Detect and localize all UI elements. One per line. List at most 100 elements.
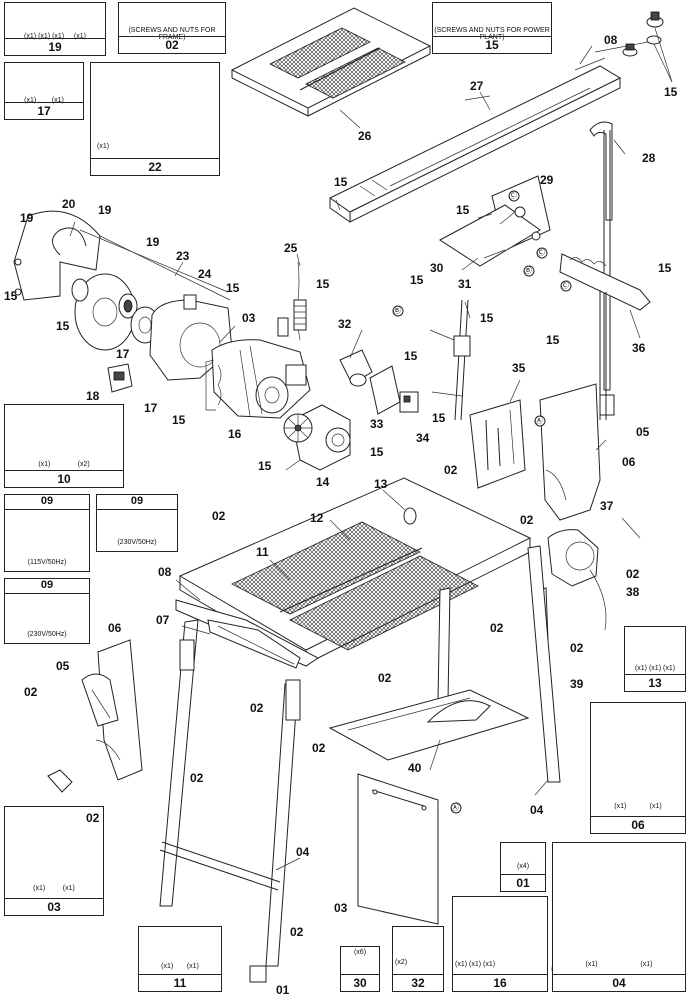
kit-15: (SCREWS AND NUTS FOR POWER PLANT) 15 [432,2,552,54]
callout-01: 01 [276,983,290,997]
motor-fan-cover [283,404,351,471]
callout-02-lever: 02 [490,621,504,635]
callout-15-right2: 15 [546,333,560,347]
kit-01-number: 01 [501,874,545,891]
callout-17-a: 17 [116,347,130,361]
callout-02-panel: 02 [24,685,38,699]
guide-rail-part [329,41,649,223]
kit-02-number: 02 [119,36,225,53]
table-top-part [230,7,432,129]
callout-25: 25 [284,241,298,255]
callout-28: 28 [642,151,656,165]
callout-24: 24 [198,267,212,281]
kit-19-qty: (x1) (x1) (x1) (x1) [24,33,86,40]
kit-13: (x1) (x1) (x1) 13 [624,626,686,692]
callout-02-knob: 02 [86,811,100,825]
callout-17-b: 17 [144,401,158,415]
motor-guard-plate [107,294,233,393]
callout-38: 38 [626,585,640,599]
kit-10: (x1) (x2) 10 [4,404,124,488]
leader-lines [69,45,641,871]
kit-30-qty: (x6) [353,949,367,956]
kit-11-number: 11 [139,974,221,991]
kit-11: (x1) (x1) 11 [138,926,222,992]
kit-06-number: 06 [591,816,685,833]
callout-34: 34 [416,431,430,445]
marker-a-1: Ⓐ [535,416,543,425]
callout-02-bracket: 02 [520,513,534,527]
kit-32-qty: (x2) [395,959,408,966]
callout-02-legbolt2: 02 [312,741,326,755]
kit-01: (x4) 01 [500,842,546,892]
callout-15-blade: 15 [56,319,70,333]
kit-22: (x1) 22 [90,62,220,176]
callout-23: 23 [176,249,190,263]
callout-08-top: 08 [604,33,618,47]
kit-17-number: 17 [5,102,83,119]
kit-09c-voltage: (230V/50Hz) [27,631,67,638]
kit-01-qty: (x4) [516,863,530,870]
callout-15-fan: 15 [258,459,272,473]
kit-02: (SCREWS AND NUTS FOR FRAME) 02 [118,2,226,54]
callout-14: 14 [316,475,330,489]
carriage-assembly [439,175,651,420]
kit-22-number: 22 [91,158,219,175]
kit-09a-number: 09 [5,495,89,510]
callout-04-right: 04 [530,803,544,817]
kit-15-note: (SCREWS AND NUTS FOR POWER PLANT) [434,27,550,41]
callout-06-left: 06 [108,621,122,635]
callout-15-switch: 15 [404,349,418,363]
callout-07: 07 [156,613,170,627]
kit-19: (x1) (x1) (x1) (x1) 19 [4,2,106,56]
kit-10-number: 10 [5,470,123,487]
motor-unit [205,339,311,419]
kit-13-number: 13 [625,674,685,691]
callout-03-top: 03 [242,311,256,325]
kit-03-qty: (x1) (x1) [33,885,75,892]
marker-c-1: Ⓒ [509,191,517,200]
kit-22-qty: (x1) [97,143,110,150]
kit-03: (x1) (x1) 03 [4,806,104,916]
kit-32: (x2) 32 [392,926,444,992]
kit-04: (x1) (x1) 04 [552,842,686,992]
callout-15-topright: 15 [664,85,678,99]
callout-04-left: 04 [296,845,310,859]
callout-29: 29 [540,173,554,187]
kit-06-qty: (x1) (x1) [614,803,662,810]
callout-12: 12 [310,511,324,525]
marker-a-2: Ⓐ [451,803,459,812]
marker-b-1: Ⓑ [524,266,532,275]
callout-15-mid: 15 [410,273,424,287]
switch-assembly [339,349,419,415]
kit-09b-number: 09 [97,495,177,510]
callout-02-left: 02 [212,509,226,523]
callout-15-carriage: 15 [456,203,470,217]
callout-03-bottom: 03 [334,901,348,915]
callout-18: 18 [86,389,100,403]
callout-32: 32 [338,317,352,331]
callout-16: 16 [228,427,242,441]
callout-15-right: 15 [658,261,672,275]
kit-09a-voltage: (115V/50Hz) [27,559,67,566]
callout-20: 20 [62,197,76,211]
callout-02-lever2: 02 [570,641,584,655]
callout-15-pins: 15 [432,411,446,425]
side-panel-left [47,639,143,793]
kit-11-qty: (x1) (x1) [161,963,199,970]
callout-02-motor: 02 [626,567,640,581]
callout-02-foot: 02 [290,925,304,939]
blade-guard [13,210,231,301]
callout-33: 33 [370,417,384,431]
callout-08-bottom: 08 [158,565,172,579]
kit-30-number: 30 [341,974,379,991]
callout-30: 30 [430,261,444,275]
kit-32-number: 32 [393,974,443,991]
callout-06-right: 06 [622,455,636,469]
callout-05-right: 05 [636,425,650,439]
kit-30: (x6) 30 [340,946,380,992]
kit-09b-voltage: (230V/50Hz) [117,539,157,546]
stand-legs [159,545,561,983]
callout-15-shaft: 15 [480,311,494,325]
kit-19-number: 19 [5,38,105,55]
cable-gland-part [277,261,307,341]
